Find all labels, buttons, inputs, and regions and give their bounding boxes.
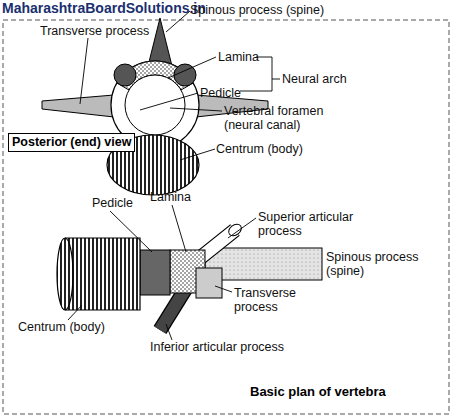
part-label: Pedicle: [92, 196, 152, 210]
articular-process: [114, 64, 136, 86]
dashed-frame: [3, 20, 449, 414]
view-title: Posterior (end) view: [12, 135, 131, 150]
vertebral-foramen: [125, 75, 185, 135]
pedicle: [140, 250, 170, 295]
centrum-outline: [65, 238, 140, 310]
transverse-process: [196, 268, 222, 298]
part-label: Centrum (body): [18, 320, 128, 334]
part-label: Lamina: [150, 190, 210, 204]
part-label: Spinous process (spine): [326, 250, 446, 278]
part-label: Spinous process (spine): [190, 3, 360, 17]
superior-articular-end: [226, 222, 243, 238]
part-label: Transverse process: [40, 24, 170, 38]
leader-lines: [68, 205, 256, 340]
part-label: Centrum (body): [216, 142, 336, 156]
part-label: Vertebral foramen (neural canal): [224, 104, 344, 132]
spinous-process: [205, 248, 322, 280]
figure-caption: Basic plan of vertebra: [250, 384, 386, 399]
part-label: Superior articular process: [258, 210, 376, 238]
centrum: [65, 238, 140, 310]
part-label: Lamina: [218, 50, 278, 64]
view-title-box: Posterior (end) view: [8, 133, 135, 152]
centrum-end: [57, 238, 73, 310]
part-label: Inferior articular process: [150, 340, 330, 354]
transverse-process: [42, 95, 114, 117]
spinous-process: [148, 18, 172, 66]
part-label: Neural arch: [282, 72, 372, 86]
part-label: Transverse process: [234, 286, 314, 314]
part-label: Pedicle: [200, 86, 260, 100]
